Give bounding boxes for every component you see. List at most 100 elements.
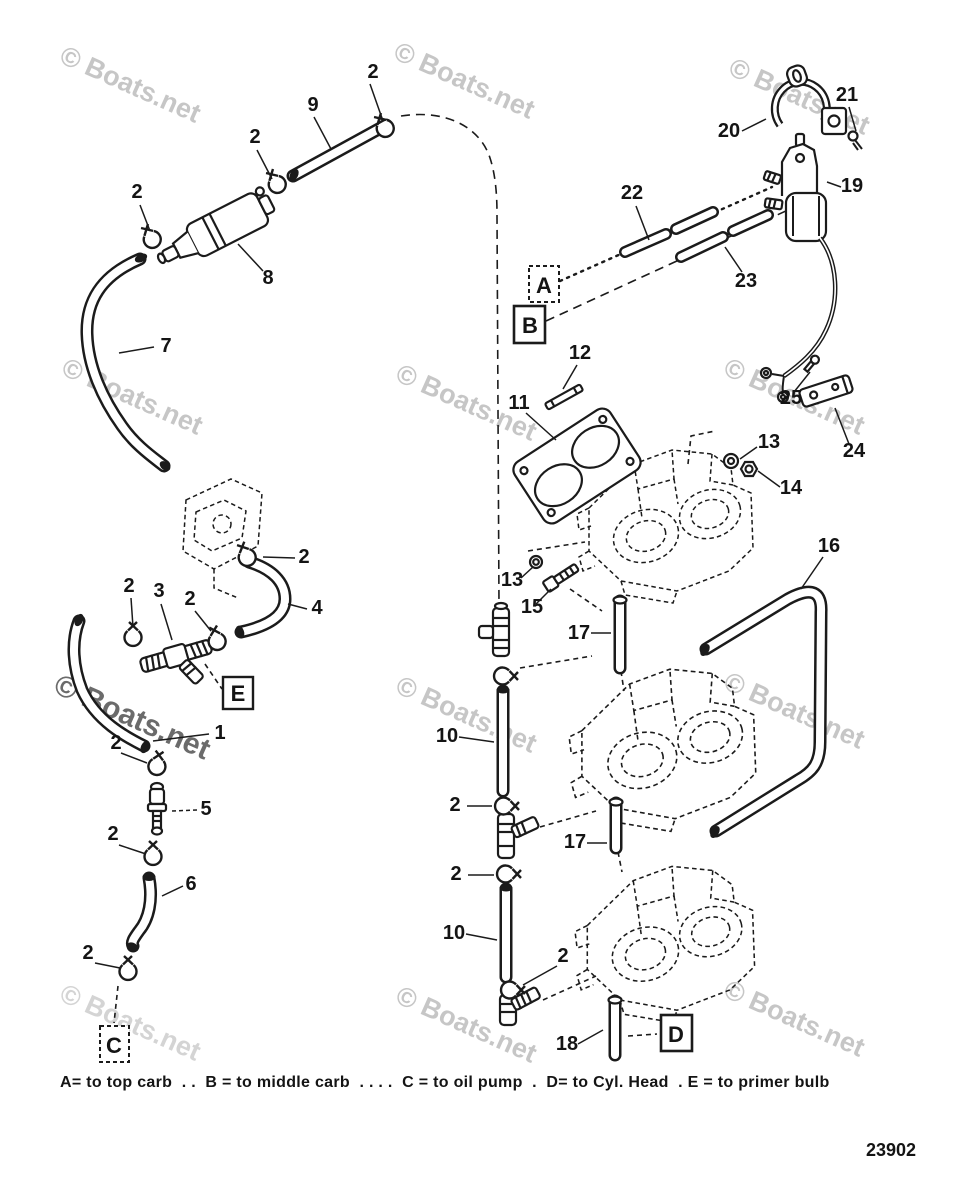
callout-5: 5 xyxy=(200,798,211,820)
callout-10: 10 xyxy=(443,922,465,944)
connector-legend: A= to top carb . . B = to middle carb . … xyxy=(60,1074,830,1091)
part-23-hose-segments xyxy=(675,209,774,263)
oil-pump-detail xyxy=(193,499,247,599)
callout-22: 22 xyxy=(621,182,643,204)
connector-letter-B: B xyxy=(522,313,538,338)
callout-2: 2 xyxy=(298,546,309,568)
watermark: © Boats.net xyxy=(58,352,208,441)
part-13-nut-upper xyxy=(722,452,740,470)
part-17-pipe-upper xyxy=(612,594,628,675)
callout-4: 4 xyxy=(311,597,323,619)
part-18-tube xyxy=(607,994,623,1062)
watermark: © Boats.net xyxy=(720,666,870,755)
callout-3: 3 xyxy=(153,580,164,602)
callout-2: 2 xyxy=(449,794,460,816)
fittings xyxy=(139,64,863,1027)
part-9-fuel-hose xyxy=(286,118,393,183)
callout-16: 16 xyxy=(818,535,840,557)
watermark: © Boats.net xyxy=(56,40,206,129)
part-5-check-valve xyxy=(146,781,168,836)
callout-13: 13 xyxy=(758,431,780,453)
connector-boxes: A B C D E xyxy=(99,265,694,1063)
watermark: © Boats.net xyxy=(392,670,542,759)
fitting-to-carb-dashed-2 xyxy=(539,810,597,828)
route-D-dashed xyxy=(627,1033,658,1037)
route-E-dashed xyxy=(204,663,223,690)
connector-letter-A: A xyxy=(536,273,552,298)
callout-9: 9 xyxy=(307,94,318,116)
callout-2: 2 xyxy=(184,588,195,610)
connector-box-C: C xyxy=(99,1025,130,1063)
connector-box-E: E xyxy=(221,675,255,711)
callout-2: 2 xyxy=(110,732,121,754)
part-10-hose-lower xyxy=(499,882,513,984)
pipe17-upper-to-carb-dashed xyxy=(620,670,625,692)
connector-letter-D: D xyxy=(668,1022,684,1047)
part-22-hose-segments xyxy=(619,206,719,258)
part-7-fuel-hose xyxy=(80,252,171,473)
fitting-to-carb-dashed-1 xyxy=(519,655,593,669)
fitting-to-carb-dashed-3 xyxy=(542,975,597,1001)
bolt-to-carb-dashed xyxy=(569,588,603,612)
nut-bracket-dashed xyxy=(687,430,716,465)
leader-lines xyxy=(94,83,857,1045)
part-21-screw xyxy=(847,130,863,151)
connector-letter-C: C xyxy=(106,1033,122,1058)
callout-23: 23 xyxy=(735,270,757,292)
watermark: © Boats.net xyxy=(720,974,870,1063)
fuel-line-route-dashed xyxy=(400,113,500,607)
part-19-primer-solenoid xyxy=(762,132,828,243)
part-24-bracket-plate xyxy=(798,374,854,408)
tee-fitting-lower xyxy=(496,812,540,860)
part-17-pipe-lower xyxy=(608,796,624,855)
callout-20: 20 xyxy=(718,120,740,142)
callout-10: 10 xyxy=(436,725,458,747)
callout-2: 2 xyxy=(107,823,118,845)
callout-6: 6 xyxy=(185,873,196,895)
callout-18: 18 xyxy=(556,1033,578,1055)
oil-pump-outline xyxy=(182,478,263,570)
callout-17: 17 xyxy=(568,622,590,644)
part-1-primer-hose xyxy=(67,613,151,754)
tee-fitting-upper xyxy=(477,601,511,658)
part-13-nut-lower xyxy=(528,554,544,570)
callout-1: 1 xyxy=(214,722,225,744)
callout-12: 12 xyxy=(569,342,591,364)
part-20-clamp-bracket xyxy=(770,64,848,136)
watermark: © Boats.net xyxy=(56,978,206,1067)
nut-to-carb-dashed xyxy=(527,541,586,552)
part-2-clamp xyxy=(135,220,166,253)
callout-2: 2 xyxy=(249,126,260,148)
callout-21: 21 xyxy=(836,84,858,106)
callout-2: 2 xyxy=(367,61,378,83)
part-2-clamp xyxy=(145,748,170,778)
callout-2: 2 xyxy=(557,945,568,967)
callout-11: 11 xyxy=(508,392,529,414)
watermark: © Boats.net xyxy=(390,36,540,125)
part-14-nut xyxy=(739,460,759,478)
callout-2: 2 xyxy=(123,575,134,597)
part-10-hose-upper xyxy=(496,684,510,798)
callout-2: 2 xyxy=(131,181,142,203)
part-25-screw xyxy=(802,354,821,374)
carburetor-bodies-phantom xyxy=(182,449,757,1024)
part-11-gasket xyxy=(512,407,642,525)
watermarks: © Boats.net © Boats.net © Boats.net © Bo… xyxy=(49,36,874,1069)
connector-box-A: A xyxy=(528,265,560,303)
solenoid-wire xyxy=(759,236,838,404)
route-C-dashed xyxy=(113,985,119,1024)
connector-letter-E: E xyxy=(231,681,246,706)
callout-17: 17 xyxy=(564,831,586,853)
part-16-hose xyxy=(699,585,828,838)
part-2-clamp xyxy=(260,165,291,198)
part-2-clamp xyxy=(492,666,520,686)
callout-labels: 2 9 2 2 8 7 2 4 2 3 2 1 2 5 2 6 2 11 12 … xyxy=(82,61,866,1055)
connector-box-B: B xyxy=(512,304,547,345)
part-6-oil-pump-hose xyxy=(125,871,158,953)
part-2-clamp xyxy=(495,864,523,884)
part-12-pin xyxy=(544,383,584,411)
part-4-fuel-hose xyxy=(234,554,292,639)
callout-24: 24 xyxy=(843,440,866,462)
